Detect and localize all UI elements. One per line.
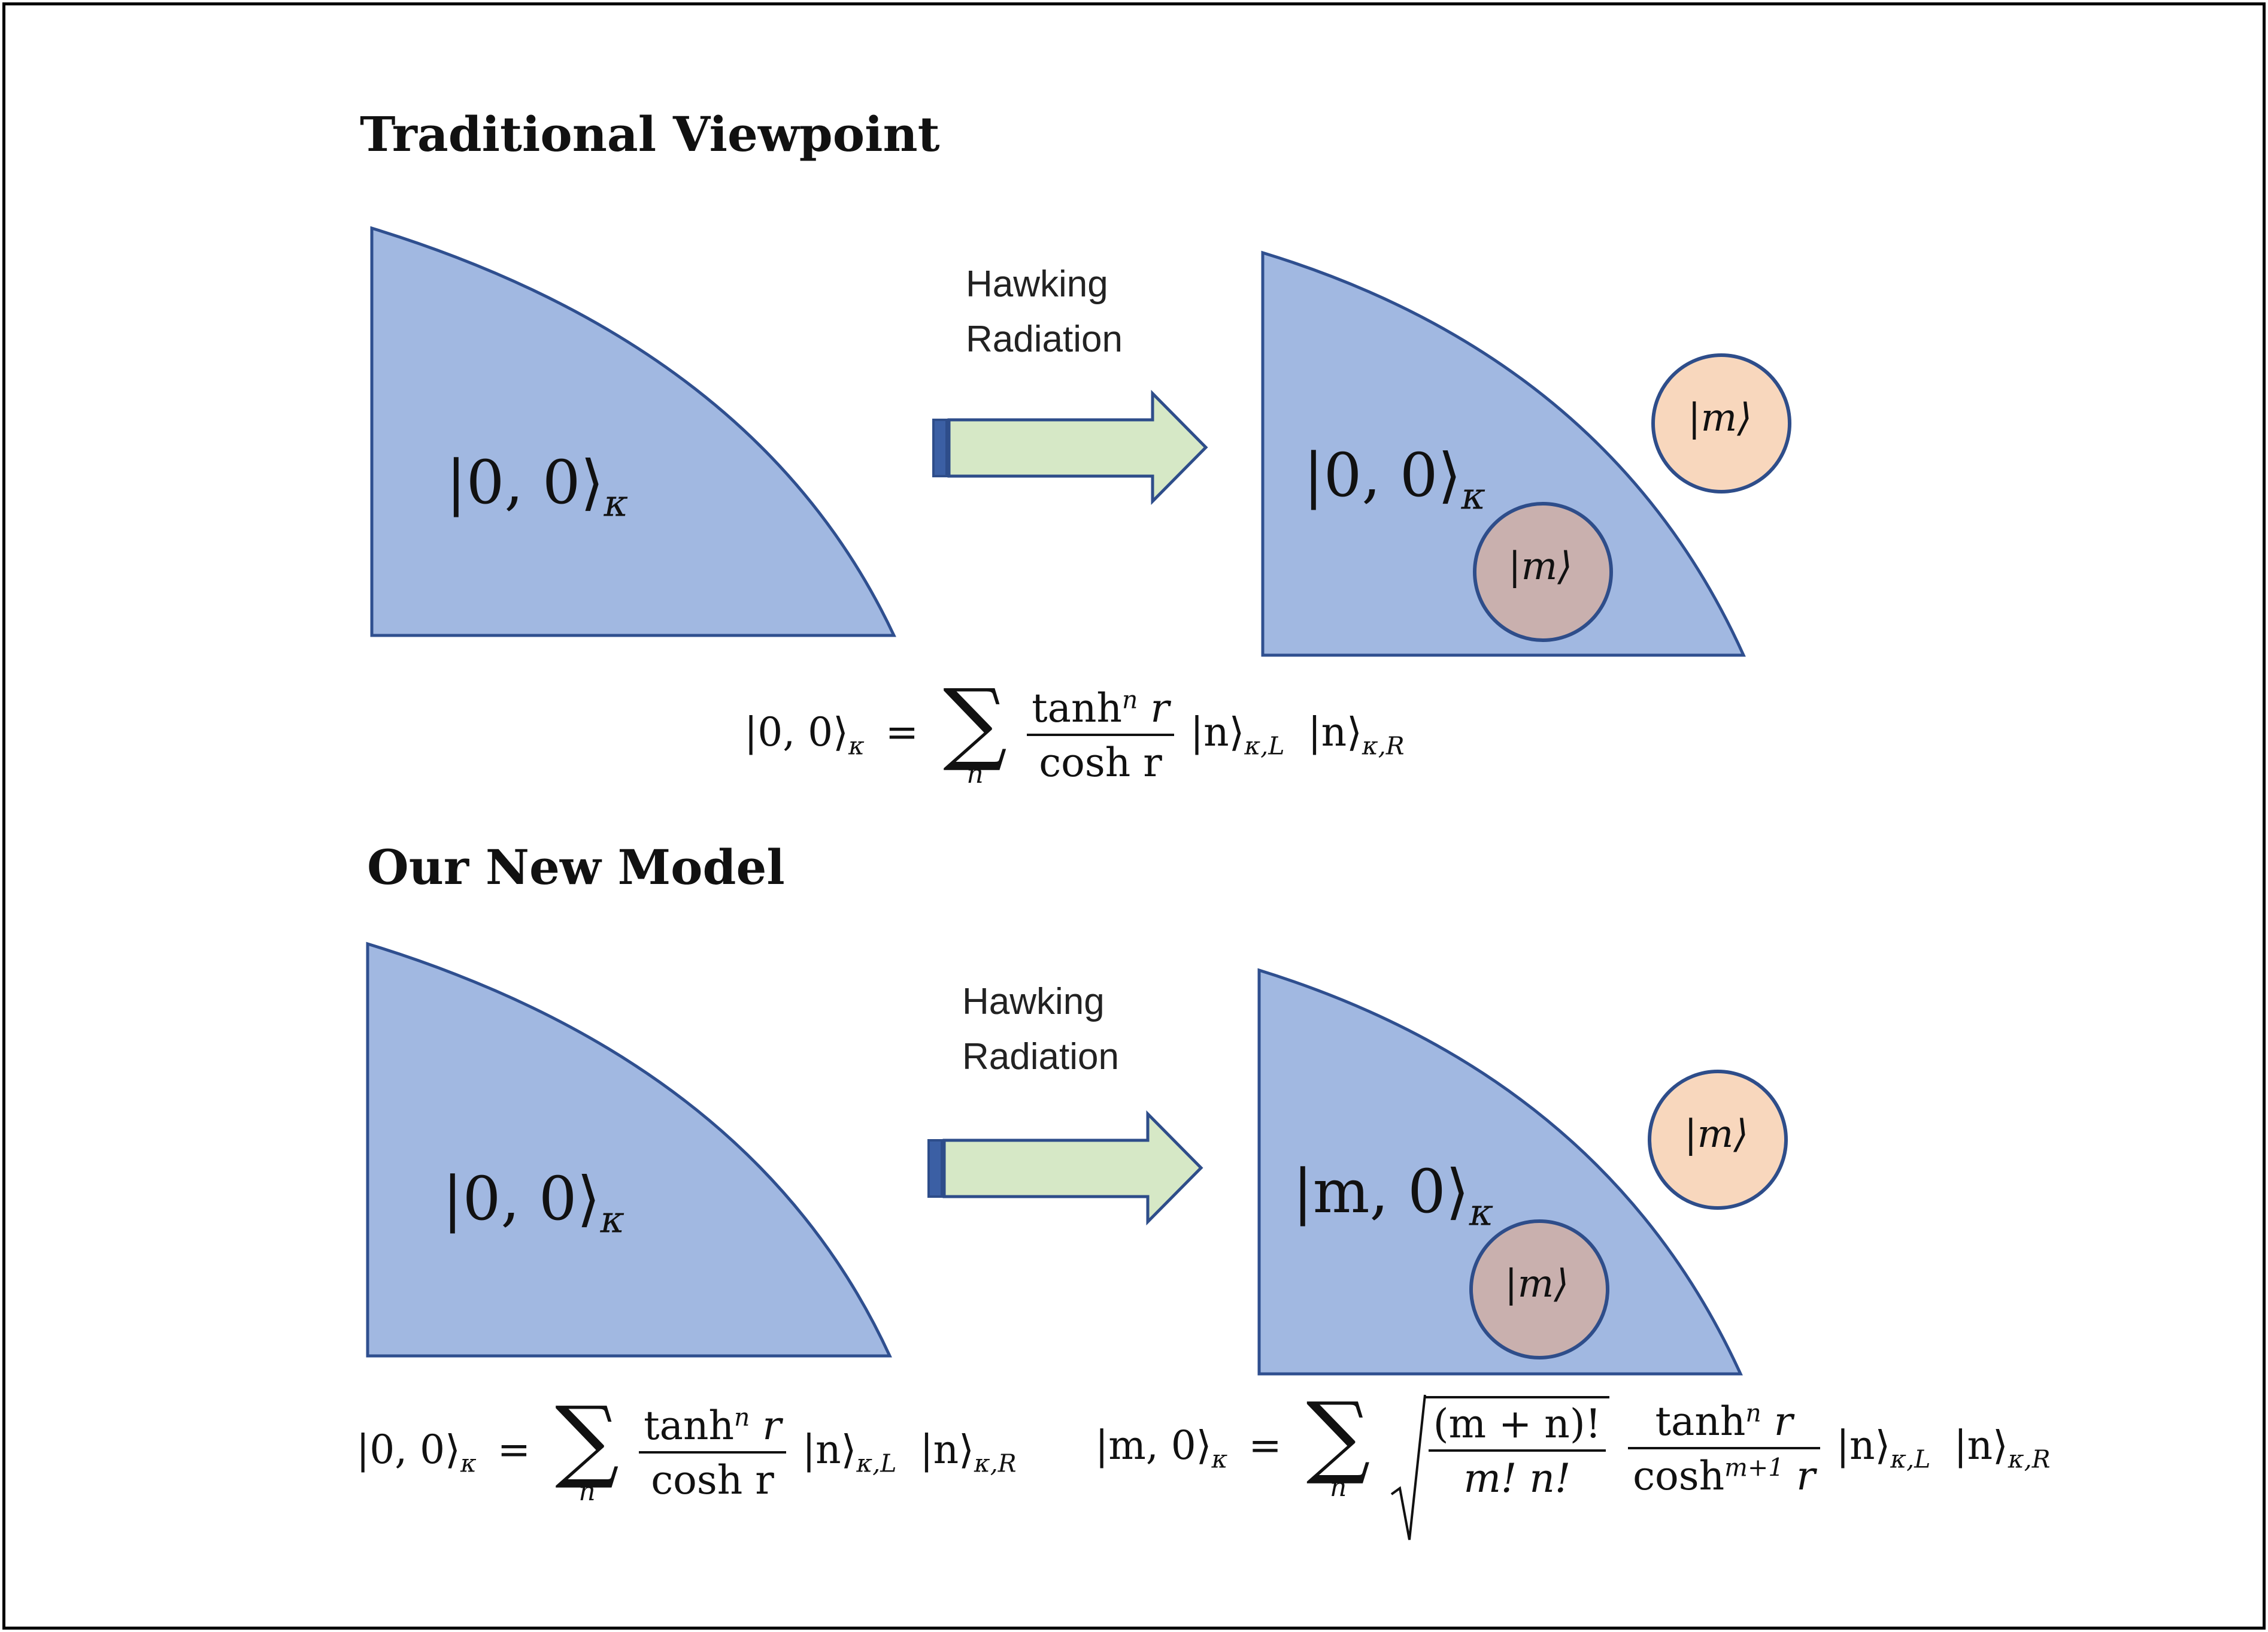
- state-before-new: |0, 0⟩κ: [442, 1164, 625, 1242]
- heading-new-model: Our New Model: [367, 839, 785, 895]
- state-before-traditional: |0, 0⟩κ: [446, 447, 629, 525]
- state-after-new: |m, 0⟩κ: [1293, 1156, 1494, 1234]
- horizon-region-traditional-before: [370, 226, 896, 637]
- particle-outside-new: [1648, 1070, 1788, 1210]
- heading-traditional: Traditional Viewpoint: [360, 106, 940, 162]
- horizon-region-new-before: [366, 941, 892, 1358]
- particle-outside-traditional: [1651, 353, 1791, 493]
- figure-canvas: [366, 226, 1791, 1376]
- particle-inside-new: [1469, 1219, 1609, 1360]
- particle-label-inside-new: |m⟩: [1505, 1262, 1569, 1306]
- hawking-arrow-new: [927, 1110, 1203, 1226]
- horizon-region-traditional-after: [1261, 250, 1746, 657]
- state-after-traditional: |0, 0⟩κ: [1303, 440, 1486, 518]
- hawking-label-traditional: Hawking Radiation: [966, 264, 1123, 360]
- equation-traditional: |0, 0⟩κ = ∑n tanhn r cosh r |n⟩κ,L |n⟩κ,…: [744, 670, 1405, 789]
- equation-new-excited: |m, 0⟩κ = ∑n (m + n)! m! n! tanhn r cosh…: [1095, 1391, 2050, 1540]
- particle-label-outside-new: |m⟩: [1684, 1112, 1749, 1156]
- hawking-arrow-traditional: [932, 389, 1208, 505]
- horizon-region-new-after: [1257, 968, 1743, 1376]
- particle-label-outside-traditional: |m⟩: [1688, 396, 1752, 440]
- equation-new-vacuum: |0, 0⟩κ = ∑n tanhn r cosh r |n⟩κ,L |n⟩κ,…: [356, 1388, 1017, 1507]
- hawking-label-new: Hawking Radiation: [962, 981, 1119, 1077]
- particle-label-inside-traditional: |m⟩: [1508, 544, 1573, 589]
- particle-inside-traditional: [1473, 502, 1613, 642]
